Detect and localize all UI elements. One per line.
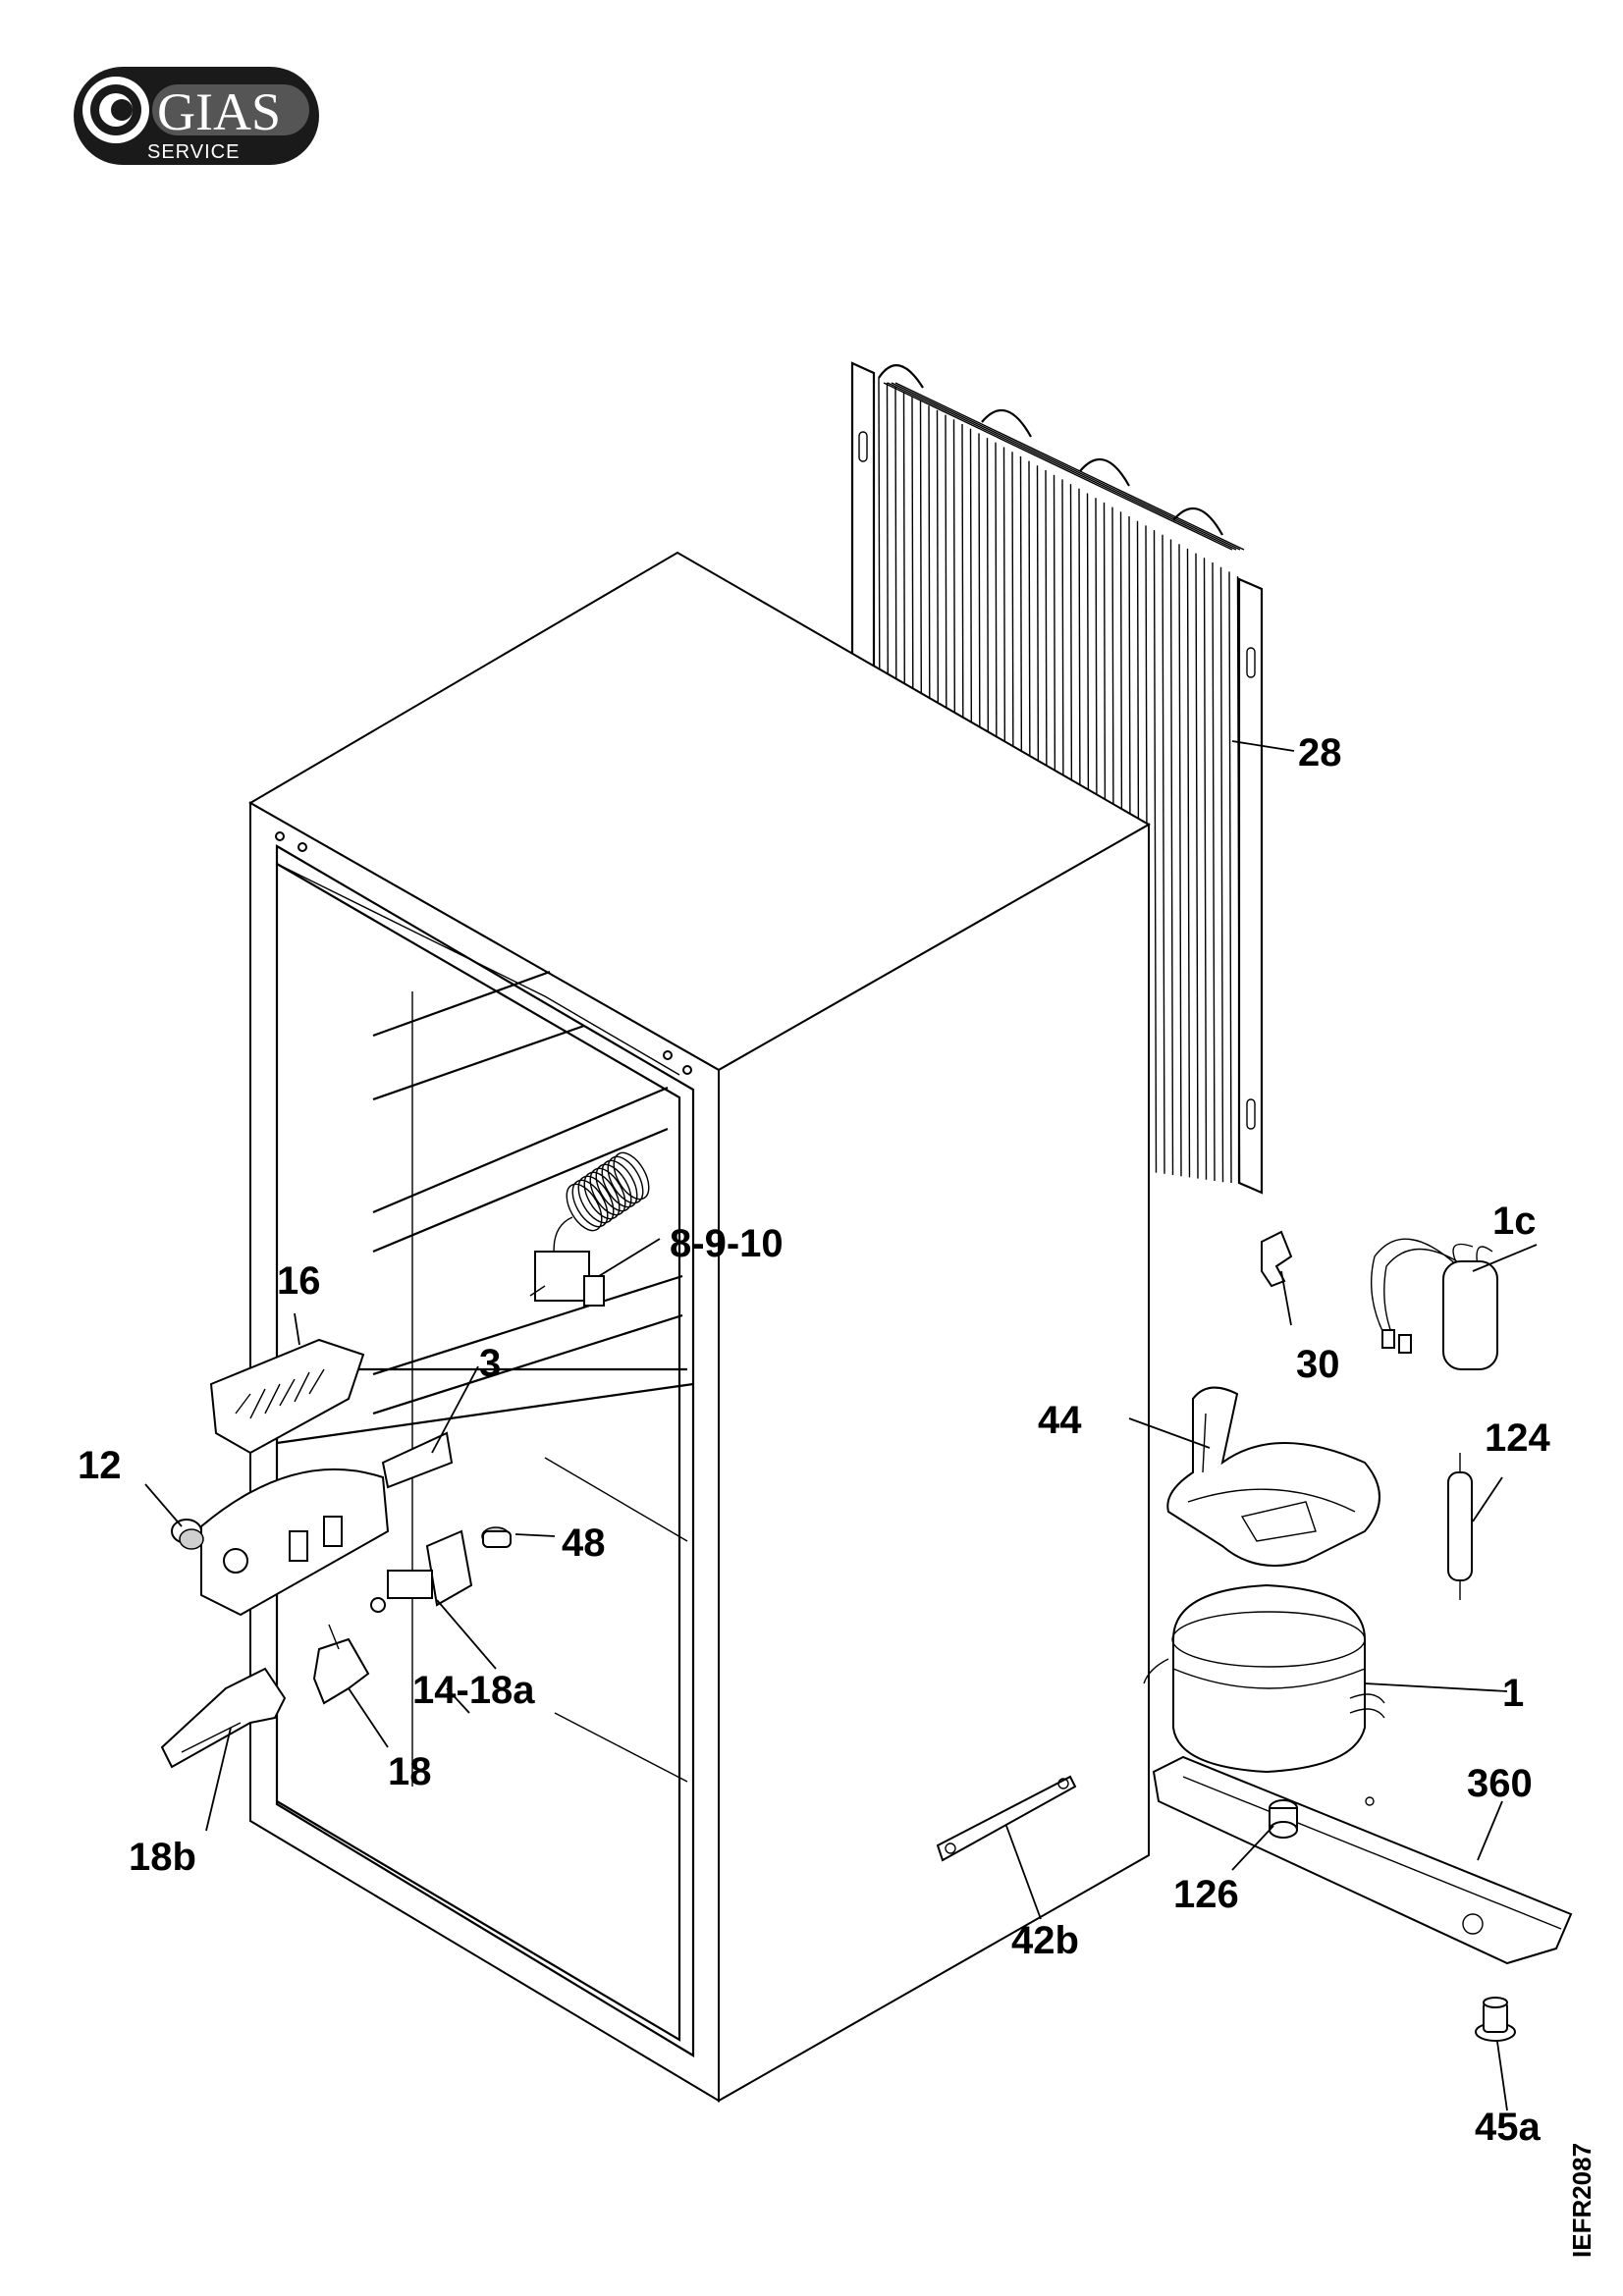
grommet: [1269, 1799, 1298, 1839]
compressor: [1143, 1583, 1385, 1774]
gias-service-logo: GIAS SERVICE: [74, 67, 319, 165]
filter-drier: [1447, 1453, 1473, 1600]
label-45a: 45a: [1475, 2106, 1541, 2149]
label-8-9-10: 8-9-10: [670, 1222, 784, 1265]
switch: [370, 1529, 473, 1613]
capacitor: [1371, 1238, 1498, 1370]
light-cover: [209, 1338, 365, 1455]
label-1c: 1c: [1492, 1200, 1537, 1243]
clip: [1261, 1230, 1293, 1288]
drip-tray: [1166, 1386, 1380, 1567]
label-42b: 42b: [1011, 1919, 1079, 1962]
logo-sub-text: SERVICE: [147, 141, 240, 163]
label-28: 28: [1298, 731, 1342, 774]
label-30: 30: [1296, 1343, 1340, 1386]
part-labels: 28 1c 8-9-10 16 30 3 44 124 12 48 14-18a…: [78, 731, 1550, 2149]
label-1: 1: [1502, 1672, 1524, 1715]
label-126: 126: [1173, 1873, 1239, 1916]
leader-lines: [144, 740, 1538, 2111]
logo-brand-text: GIAS: [157, 82, 281, 141]
label-18: 18: [388, 1750, 432, 1793]
knob: [171, 1519, 204, 1550]
drawing-code: IEFR2087: [1567, 2143, 1596, 2258]
label-44: 44: [1038, 1399, 1082, 1442]
refrigerator-cabinet: [248, 551, 1152, 2103]
label-12: 12: [78, 1444, 122, 1487]
bracket: [936, 1775, 1077, 1862]
label-16: 16: [277, 1259, 321, 1303]
foot: [1475, 1997, 1516, 2042]
base-rail: [1152, 1755, 1573, 1965]
thermostat-assembly: [529, 1151, 650, 1307]
lamp: [481, 1526, 512, 1548]
label-124: 124: [1485, 1416, 1550, 1460]
label-360: 360: [1467, 1762, 1533, 1805]
label-3: 3: [479, 1342, 501, 1385]
label-18b: 18b: [129, 1836, 196, 1879]
label-14-18a: 14-18a: [412, 1669, 535, 1712]
label-48: 48: [562, 1522, 606, 1565]
